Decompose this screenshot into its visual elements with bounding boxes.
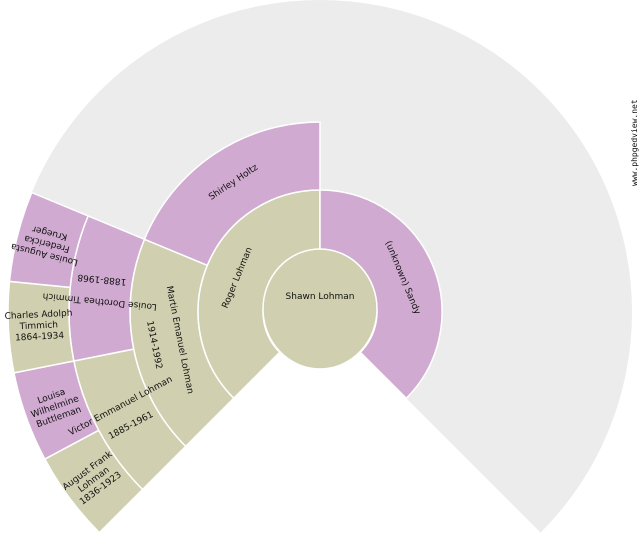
ancestor-segment[interactable] bbox=[8, 191, 90, 289]
root-person-circle[interactable] bbox=[262, 248, 378, 370]
ancestor-name: Charles Adolph bbox=[4, 309, 72, 322]
root-person-name: Shawn Lohman bbox=[286, 292, 355, 302]
watermark: www.phpgedview.net bbox=[630, 99, 639, 186]
ancestor-segment[interactable] bbox=[143, 121, 321, 267]
ancestor-name: Timmich bbox=[18, 320, 58, 332]
ancestor-dates: 1864-1934 bbox=[15, 331, 65, 343]
root-person[interactable]: Shawn Lohman bbox=[262, 248, 378, 370]
ancestor-segments bbox=[7, 121, 443, 534]
ancestor-dates: 1888-1968 bbox=[77, 272, 127, 287]
watermark-text: www.phpgedview.net bbox=[630, 99, 639, 186]
